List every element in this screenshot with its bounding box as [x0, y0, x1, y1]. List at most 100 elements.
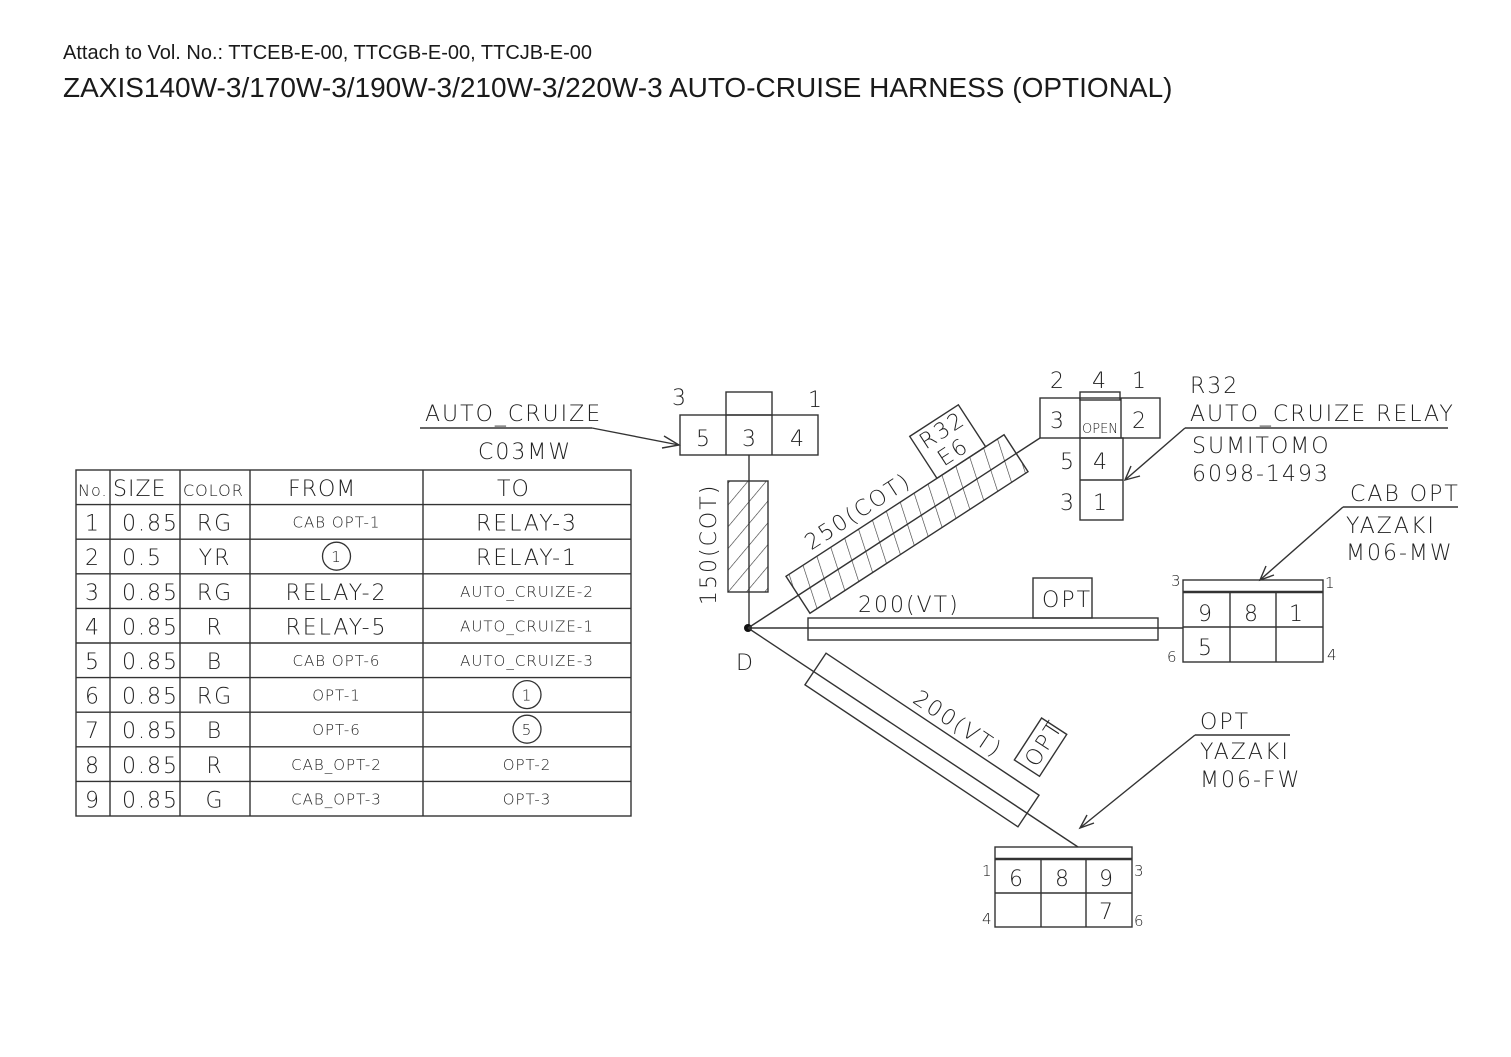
table-cell-size: 0.85 [122, 719, 179, 744]
pin-label: 1 [1325, 574, 1336, 592]
arrowhead-icon [1078, 814, 1095, 830]
pin-label: 3 [1060, 491, 1076, 516]
cell: 8 [1244, 602, 1260, 627]
cell: 5 [1198, 636, 1214, 661]
table-cell-size: 0.85 [122, 754, 179, 779]
table-cell-no: 6 [85, 685, 101, 710]
pin-label: 4 [1092, 369, 1108, 394]
table-cell-size: 0.85 [122, 581, 179, 606]
pin-label: 4 [982, 910, 993, 928]
table-cell-no: 8 [85, 754, 101, 779]
attach-volume-note: Attach to Vol. No.: TTCEB-E-00, TTCGB-E-… [63, 42, 593, 64]
auto-cruize-part: C03MW [478, 440, 572, 465]
relay-connector: 2 4 1 3 OPEN 2 5 3 4 1 R32 AUTO_CRUIZE R… [1039, 369, 1455, 521]
cell: 4 [790, 427, 806, 452]
leader-arrow [591, 427, 680, 446]
table-cell-color: R [206, 615, 223, 640]
table-cell-from: OPT-1 [312, 687, 361, 705]
hatched-tube [785, 433, 1029, 615]
tag-box [1013, 717, 1068, 778]
table-header: TO [497, 477, 530, 502]
table-header: COLOR [183, 481, 244, 500]
table-cell-from: CAB_OPT-3 [291, 790, 382, 808]
table-header: FROM [288, 477, 356, 502]
table-cell-no: 1 [85, 512, 101, 537]
table-cell-from: CAB OPT-6 [293, 652, 381, 670]
connector-name: CAB OPT [1350, 482, 1460, 507]
junction-label: D [736, 651, 755, 676]
table-cell-no: 2 [85, 546, 101, 571]
connector-maker: YAZAKI [1346, 514, 1436, 539]
table-cell-no: 4 [85, 615, 101, 640]
connector-part: M06-FW [1200, 768, 1301, 793]
cell: 8 [1055, 867, 1071, 892]
cell: 5 [696, 427, 712, 452]
table-cell-size: 0.85 [122, 788, 179, 813]
table-cell-size: 0.5 [122, 546, 163, 571]
tag-label: OPT [1042, 588, 1092, 613]
vertical-branch: 150(COT) [697, 455, 769, 628]
table-cell-color: YR [199, 546, 232, 571]
table-cell-color: B [207, 650, 223, 675]
table-cell-no: 3 [85, 581, 101, 606]
table-cell-from: RELAY-2 [285, 581, 387, 606]
table-cell-size: 0.85 [122, 615, 179, 640]
arrowhead-icon [1258, 565, 1275, 582]
cell: 3 [1050, 409, 1066, 434]
auto-cruize-connector: AUTO_CRUIZE C03MW 3 1 5 3 4 [420, 386, 822, 465]
table-cell-size: 0.85 [122, 650, 179, 675]
horizontal-branch: 200(VT) OPT [748, 577, 1183, 641]
table-header: No. [78, 481, 108, 500]
arrowhead-icon [661, 435, 681, 449]
table-cell-to: OPT-3 [503, 790, 552, 808]
table-header: SIZE [113, 477, 166, 502]
table-cell-from: 1 [331, 548, 342, 566]
cell: OPEN [1082, 422, 1118, 437]
pin-label: 6 [1134, 912, 1145, 930]
cell: 1 [1289, 602, 1305, 627]
table-cell-no: 5 [85, 650, 101, 675]
branch-length-label: 150(COT) [697, 484, 722, 605]
branch-length-label: 200(VT) [858, 593, 960, 618]
pin-label: 6 [1167, 648, 1178, 666]
cell: 3 [742, 427, 758, 452]
tube [803, 652, 1041, 828]
pin-label: 2 [1050, 369, 1066, 394]
cell: 4 [1093, 450, 1109, 475]
circled-ref-icon [321, 541, 352, 571]
table-cell-size: 0.85 [122, 685, 179, 710]
branch-length-label: 200(VT) [908, 686, 1006, 763]
circled-ref-icon [512, 714, 542, 744]
connector-latch [725, 391, 773, 416]
table-cell-color: R [206, 754, 223, 779]
connector-maker: YAZAKI [1200, 740, 1290, 765]
table-cell-from: CAB_OPT-2 [291, 756, 382, 774]
table-cell-to: RELAY-1 [476, 546, 578, 571]
connector-name: OPT [1200, 710, 1250, 735]
table-cell-to: 1 [522, 687, 533, 705]
table-cell-from: RELAY-5 [285, 615, 387, 640]
cell: 7 [1099, 900, 1115, 925]
hatched-tube [727, 480, 769, 593]
cell: 6 [1009, 867, 1025, 892]
lower-diagonal-branch: 200(VT) OPT [747, 627, 1079, 848]
pin-label: 5 [1060, 450, 1076, 475]
page-title: ZAXIS140W-3/170W-3/190W-3/210W-3/220W-3 … [63, 72, 1173, 103]
opt-connector: 6 8 9 7 1 3 4 6 OPT YAZAKI M06-FW [982, 710, 1301, 930]
table-cell-to: 5 [522, 721, 533, 739]
tube [807, 617, 1159, 641]
relay-ref: R32 [1190, 374, 1239, 399]
cab-opt-connector: 9 8 1 5 3 1 6 4 CAB OPT YAZAKI M06-MW [1167, 482, 1460, 666]
pin-label: 1 [1132, 369, 1148, 394]
auto-cruize-label: AUTO_CRUIZE [425, 402, 602, 427]
table-cell-color: B [207, 719, 223, 744]
arrowhead-icon [1123, 465, 1141, 482]
pin-label: 4 [1327, 646, 1338, 664]
table-cell-to: AUTO_CRUIZE-2 [460, 583, 594, 601]
cell: 1 [1093, 491, 1109, 516]
relay-name: AUTO_CRUIZE RELAY [1190, 402, 1455, 427]
table-cell-no: 9 [85, 788, 101, 813]
pin-label: 1 [982, 862, 993, 880]
